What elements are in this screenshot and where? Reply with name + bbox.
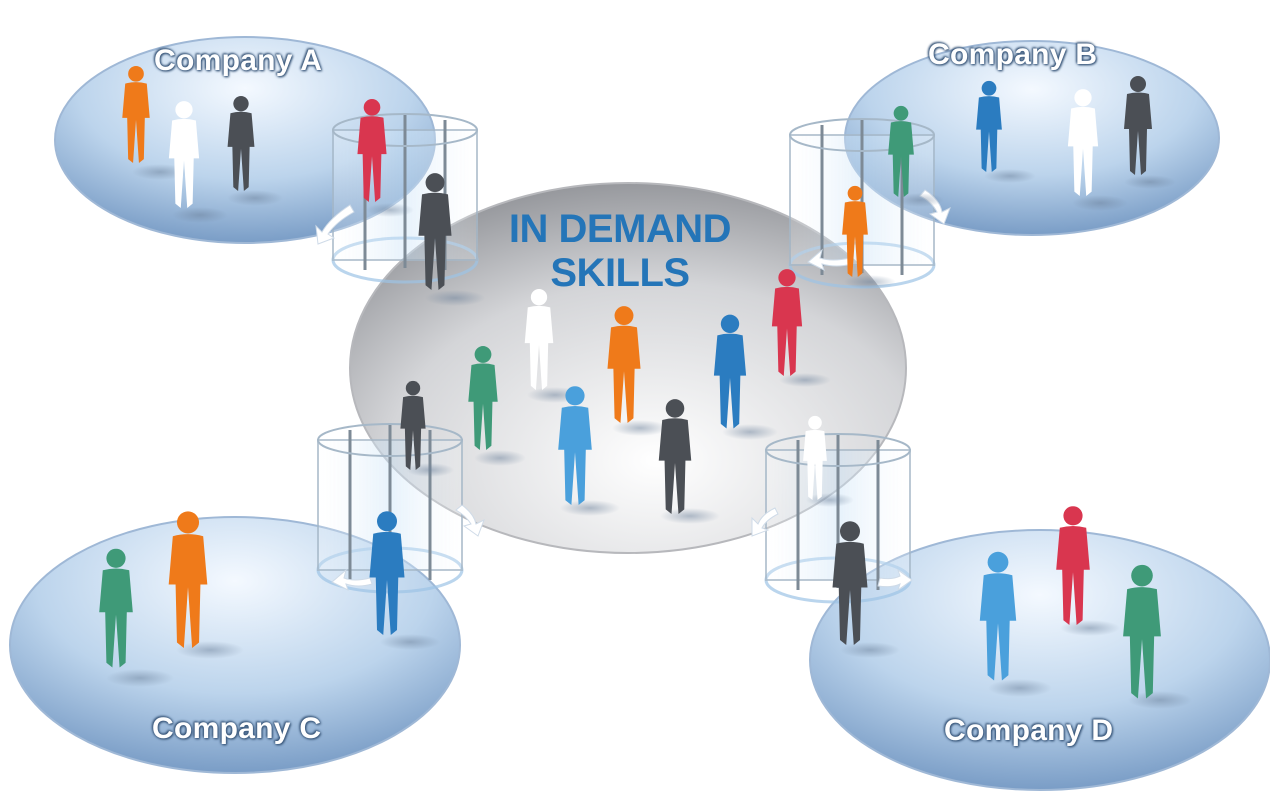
hub-title-line1: IN DEMAND — [508, 207, 732, 251]
hub-title: IN DEMAND SKILLS — [470, 207, 770, 295]
revolving-door-icon — [331, 113, 479, 284]
curved-arrow-icon — [877, 568, 913, 592]
curved-arrow-icon — [751, 507, 779, 537]
curved-arrow-icon — [807, 248, 853, 271]
people-group — [99, 65, 1192, 709]
company-a-label: Company A — [154, 44, 323, 77]
curved-arrow-icon — [455, 504, 485, 537]
company-c-label: Company C — [152, 712, 322, 745]
hub-title-line2: SKILLS — [550, 251, 690, 295]
curved-arrow-icon — [315, 204, 355, 245]
curved-arrow-icon — [331, 568, 373, 591]
company-b-label: Company B — [928, 38, 1098, 71]
company-d-label: Company D — [944, 714, 1114, 747]
